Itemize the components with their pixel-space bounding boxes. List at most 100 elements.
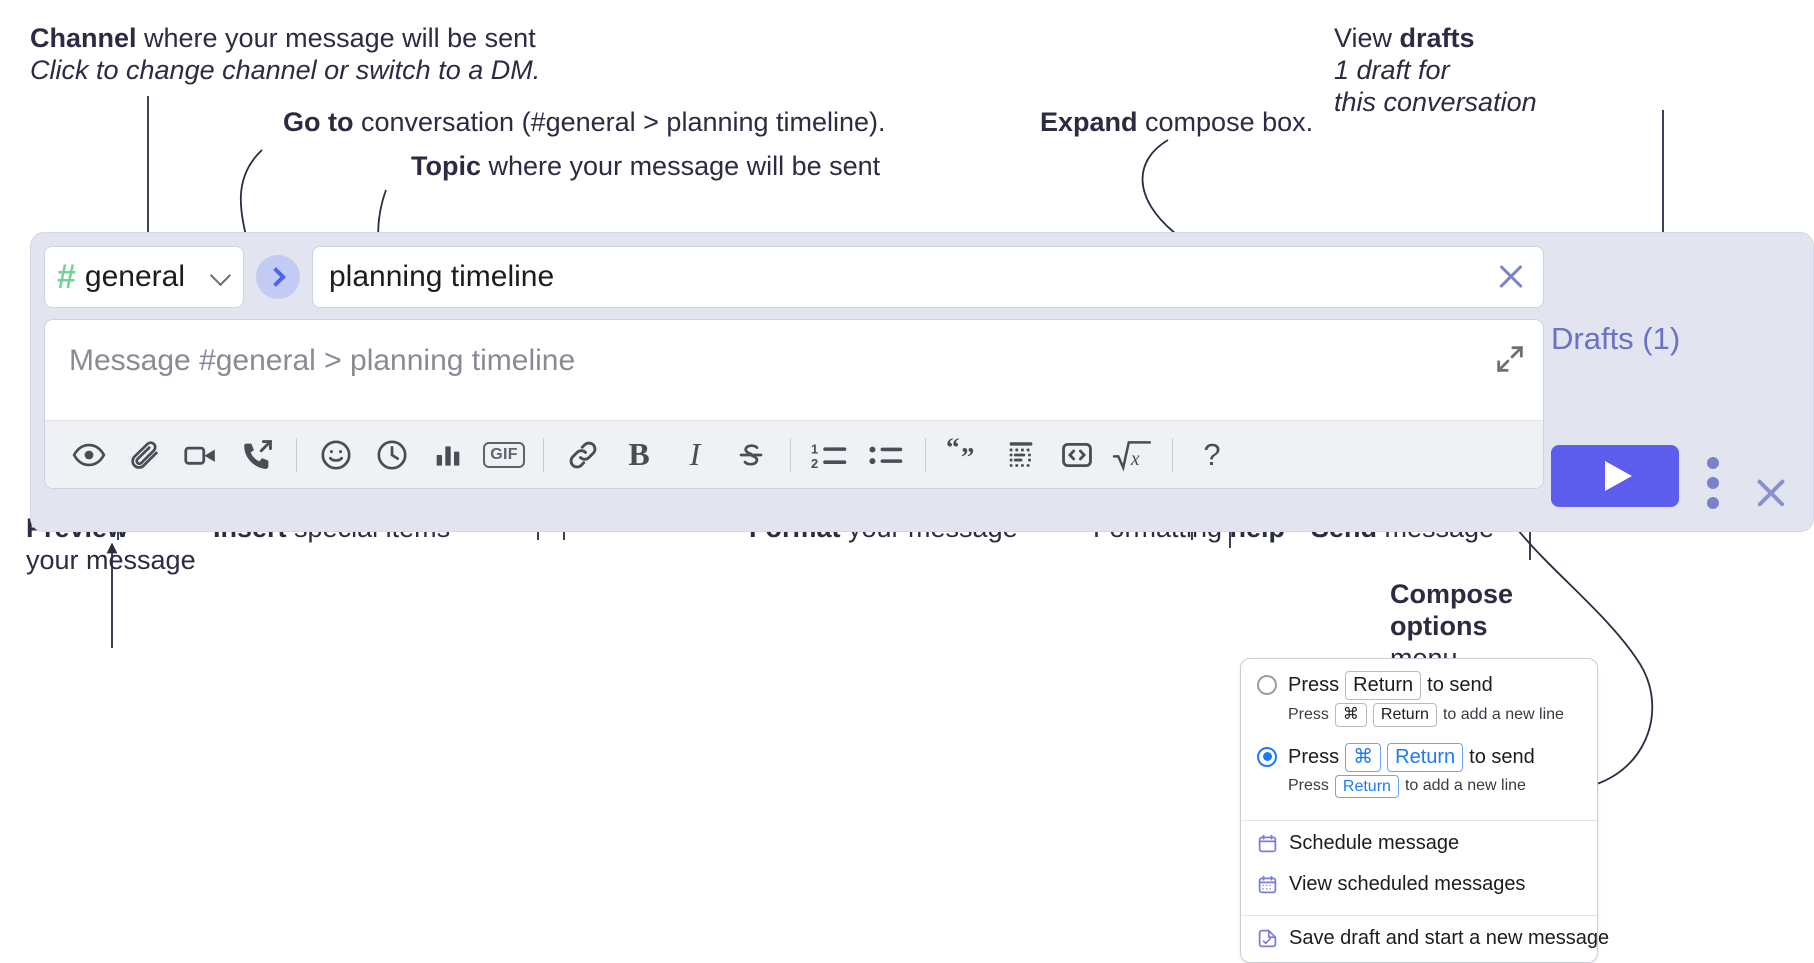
svg-text:“: “ bbox=[946, 438, 960, 462]
menu-option-return[interactable]: Press Return to send Press ⌘ Return to a… bbox=[1241, 659, 1597, 731]
schedule-button[interactable] bbox=[364, 430, 420, 480]
menu-option-cmd-return-post: to send bbox=[1469, 745, 1535, 768]
annotation-drafts: View drafts bbox=[1334, 22, 1475, 55]
poll-button[interactable] bbox=[420, 430, 476, 480]
blockquote-button[interactable]: “ ” bbox=[937, 430, 993, 480]
menu-option-cmd-return-main: Press ⌘ Return to send bbox=[1288, 742, 1535, 772]
annotation-expand-rest: compose box. bbox=[1137, 107, 1314, 137]
message-input[interactable]: Message #general > planning timeline bbox=[44, 319, 1544, 489]
expand-icon[interactable] bbox=[1493, 342, 1527, 376]
menu-item-save-draft[interactable]: Save draft and start a new message bbox=[1241, 916, 1609, 962]
math-button[interactable]: x bbox=[1105, 430, 1161, 480]
svg-text:x: x bbox=[1130, 448, 1140, 469]
radio-cmd-return[interactable] bbox=[1257, 746, 1277, 767]
annotation-channel-strong: Channel bbox=[30, 23, 137, 53]
menu-option-return-post: to send bbox=[1427, 674, 1493, 696]
chevron-right-icon bbox=[266, 267, 286, 287]
key-command: ⌘ bbox=[1334, 703, 1367, 727]
hash-icon: # bbox=[57, 258, 76, 296]
compose-options-menu: Press Return to send Press ⌘ Return to a… bbox=[1240, 658, 1609, 963]
annotation-goto: Go to conversation (#general > planning … bbox=[283, 106, 886, 139]
annotation-channel-title: Channel where your message will be sent bbox=[30, 22, 536, 55]
key-return: Return bbox=[1334, 774, 1399, 799]
annotation-drafts-sub2: this conversation bbox=[1334, 87, 1537, 117]
emoji-button[interactable] bbox=[308, 430, 364, 480]
topic-value: planning timeline bbox=[329, 260, 555, 293]
annotation-compose-options-1: Compose bbox=[1390, 578, 1513, 611]
menu-item-label: Schedule message bbox=[1289, 832, 1460, 855]
menu-option-return-sub-pre: Press bbox=[1288, 705, 1329, 723]
chevron-down-icon bbox=[211, 267, 231, 287]
goto-conversation-button[interactable] bbox=[256, 255, 300, 299]
channel-name: general bbox=[84, 260, 185, 293]
kebab-dot bbox=[1707, 457, 1719, 469]
svg-text:”: ” bbox=[961, 441, 975, 471]
bold-button[interactable]: B bbox=[611, 430, 667, 480]
gif-label: GIF bbox=[483, 441, 525, 468]
menu-option-return-sub: Press ⌘ Return to add a new line bbox=[1288, 700, 1564, 727]
compose-inner: # general planning timeline Message #gen… bbox=[44, 246, 1544, 489]
annotation-topic-rest: where your message will be sent bbox=[481, 151, 881, 181]
annotation-compose-options-2: options bbox=[1390, 610, 1487, 643]
menu-divider bbox=[1241, 820, 1597, 822]
ordered-list-button[interactable]: 1 2 bbox=[802, 430, 858, 480]
close-icon[interactable] bbox=[1751, 473, 1791, 513]
kebab-dot bbox=[1707, 497, 1719, 509]
audio-clip-button[interactable] bbox=[229, 430, 285, 480]
calendar-schedule-icon bbox=[1257, 833, 1278, 854]
message-placeholder: Message #general > planning timeline bbox=[69, 344, 576, 377]
annotation-topic: Topic where your message will be sent bbox=[411, 150, 880, 183]
key-return: Return bbox=[1372, 703, 1437, 727]
formatting-help-button[interactable]: ? bbox=[1184, 430, 1240, 480]
more-options-icon[interactable] bbox=[1707, 457, 1719, 509]
menu-option-cmd-return-sub-pre: Press bbox=[1288, 777, 1329, 795]
code-block-button[interactable] bbox=[993, 430, 1049, 480]
question-mark-icon: ? bbox=[1203, 436, 1221, 472]
topic-input[interactable]: planning timeline bbox=[312, 246, 1544, 308]
menu-option-return-pre: Press bbox=[1288, 674, 1340, 696]
attach-button[interactable] bbox=[117, 430, 173, 480]
menu-option-cmd-return-sub: Press Return to add a new line bbox=[1288, 772, 1535, 799]
annotation-expand: Expand compose box. bbox=[1040, 106, 1313, 139]
annotation-drafts-sub1: 1 draft for bbox=[1334, 55, 1450, 85]
annotation-channel-rest: where your message will be sent bbox=[136, 23, 536, 53]
toolbar-separator bbox=[296, 437, 297, 472]
annotation-goto-rest: conversation (#general > planning timeli… bbox=[353, 107, 886, 137]
bulleted-list-button[interactable] bbox=[858, 430, 914, 480]
menu-item-view-scheduled[interactable]: View scheduled messages bbox=[1241, 864, 1597, 905]
annotation-expand-strong: Expand bbox=[1040, 107, 1138, 137]
menu-option-return-main: Press Return to send bbox=[1288, 671, 1564, 700]
menu-option-cmd-return[interactable]: Press ⌘ Return to send Press Return to a… bbox=[1241, 731, 1597, 811]
save-draft-icon bbox=[1257, 928, 1278, 949]
send-button[interactable] bbox=[1551, 445, 1679, 507]
menu-option-cmd-return-sub-post: to add a new line bbox=[1404, 777, 1526, 795]
annotation-topic-strong: Topic bbox=[411, 151, 481, 181]
compose-panel: # general planning timeline Message #gen… bbox=[30, 232, 1814, 532]
toolbar-separator bbox=[925, 437, 926, 472]
radio-return[interactable] bbox=[1257, 675, 1277, 695]
strikethrough-button[interactable] bbox=[723, 430, 779, 480]
close-icon[interactable] bbox=[1493, 259, 1529, 295]
link-button[interactable] bbox=[555, 430, 611, 480]
menu-divider bbox=[1241, 915, 1597, 917]
menu-option-return-sub-post: to add a new line bbox=[1442, 705, 1564, 723]
calendar-grid-icon bbox=[1257, 874, 1278, 895]
toolbar-separator bbox=[1172, 437, 1173, 472]
video-clip-button[interactable] bbox=[173, 430, 229, 480]
menu-item-label: Save draft and start a new message bbox=[1289, 927, 1610, 950]
annotation-channel-sub: Click to change channel or switch to a D… bbox=[30, 55, 541, 85]
compose-header-row: # general planning timeline bbox=[44, 246, 1544, 308]
italic-label: I bbox=[689, 436, 701, 472]
menu-item-label: View scheduled messages bbox=[1289, 873, 1526, 896]
annotation-preview-sub: your message bbox=[26, 545, 196, 575]
channel-selector[interactable]: # general bbox=[44, 246, 244, 308]
code-button[interactable] bbox=[1049, 430, 1105, 480]
preview-button[interactable] bbox=[61, 430, 117, 480]
menu-item-schedule-message[interactable]: Schedule message bbox=[1241, 821, 1597, 864]
svg-text:1: 1 bbox=[811, 441, 818, 456]
gif-button[interactable]: GIF bbox=[476, 430, 532, 480]
formatting-toolbar: GIF B I bbox=[45, 420, 1543, 488]
toolbar-separator bbox=[790, 437, 791, 472]
italic-button[interactable]: I bbox=[667, 430, 723, 480]
drafts-link[interactable]: Drafts (1) bbox=[1551, 321, 1681, 356]
